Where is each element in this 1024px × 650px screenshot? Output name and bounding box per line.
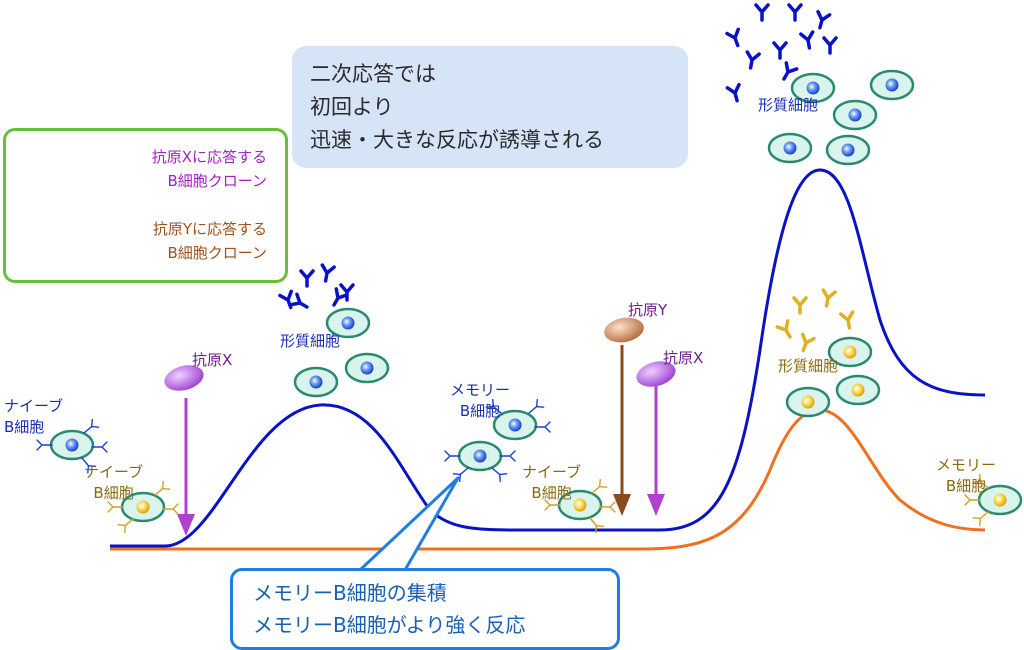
antigen-y-icon [604,317,644,343]
x-response-curve [110,168,986,548]
memory-b-label-2: メモリー B細胞 [936,455,996,497]
antigen-x-label-1: 抗原X [192,351,233,369]
legend-y-line2: B細胞クローン [167,244,267,262]
legend-x-label: 抗原Xに応答する B細胞クローン [152,145,267,193]
memory-b-2-line1: メモリー [936,456,997,474]
plasma-label-1: 形質細胞 [280,332,341,350]
title-box: 二次応答では 初回より 迅速・大きな反応が誘導される [292,46,688,168]
antigen-x-icon-2 [636,361,676,387]
memory-b-1-line2: B細胞 [459,402,501,420]
legend-y-line1: 抗原Yに応答する [152,220,267,238]
legend-x-line2: B細胞クローン [167,172,267,190]
plasma-cells-2 [767,69,915,166]
naive-b-yellow-1-line2: B細胞 [93,484,134,502]
plasma-cells-1 [293,307,390,398]
callout-pointer [358,476,460,572]
naive-b-yellow-label-2: ナイーブ B細胞 [522,462,581,504]
title-line-2: 初回より [310,95,394,119]
plasma-label-3: 形質細胞 [778,357,839,375]
antigen-x-icon-1 [164,365,204,391]
plasma-cells-3 [785,336,881,418]
memory-callout: メモリーB細胞の集積 メモリーB細胞がより強く反応 [230,568,620,650]
memory-b-1-line1: メモリー [450,381,511,399]
antigen-y-label: 抗原Y [628,301,668,319]
naive-b-yellow-1-line1: ナイーブ [84,463,144,481]
callout-line-2: メモリーB細胞がより強く反応 [253,613,526,637]
antibodies-1 [278,263,355,314]
legend-y-label: 抗原Yに応答する B細胞クローン [153,217,267,265]
title-line-3: 迅速・大きな反応が誘導される [310,128,604,152]
naive-b-blue-label: ナイーブ B細胞 [4,396,63,438]
naive-b-yellow-2-line1: ナイーブ [522,463,582,481]
naive-b-blue-line1: ナイーブ [4,397,64,415]
callout-line-1: メモリーB細胞の集積 [253,581,447,605]
memory-b-2-line2: B細胞 [945,477,987,495]
naive-b-yellow-2-line2: B細胞 [531,484,572,502]
memory-b-label-1: メモリー B細胞 [450,380,510,422]
antigen-x-label-2: 抗原X [663,349,704,367]
antigen-x-arrow-2 [647,385,665,516]
legend-x-line1: 抗原Xに応答する [151,148,267,166]
legend: 抗原Xに応答する B細胞クローン 抗原Yに応答する B細胞クローン [3,128,288,283]
title-line-1: 二次応答では [310,62,436,86]
antigen-x-arrow-1 [177,398,195,536]
naive-b-blue-line2: B細胞 [4,418,45,436]
naive-b-yellow-label-1: ナイーブ B細胞 [84,462,143,504]
antigen-y-arrow [613,345,631,516]
plasma-label-2: 形質細胞 [758,96,819,114]
